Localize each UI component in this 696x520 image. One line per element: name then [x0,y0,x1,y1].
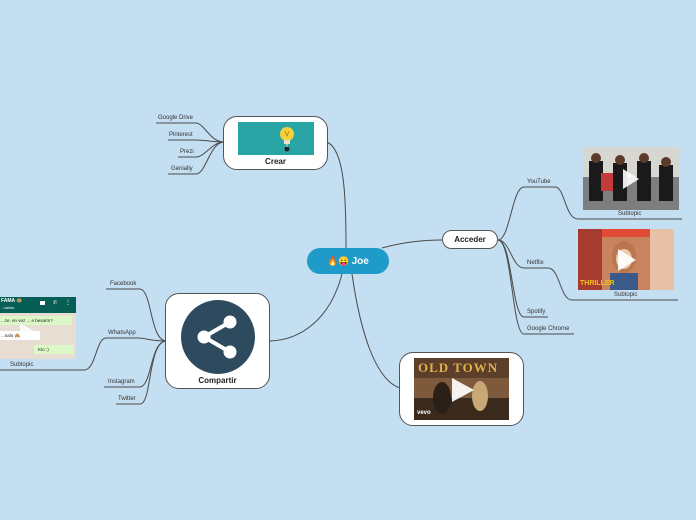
child-facebook[interactable]: Facebook [110,281,137,287]
connector-acceder-youtube [497,186,555,241]
child-youtube[interactable]: YouTube [527,179,551,185]
connector-central-video [351,273,401,389]
connector-youtube-subtopic [554,186,682,220]
phone-icon: ✆ [53,300,58,306]
netflix-thriller-scene [578,229,674,290]
netflix-preview-image[interactable]: THRILLER [578,229,674,290]
old-town-scene [414,358,509,420]
whatsapp-msg-1: ...ze, en vez ... e besarm? [0,316,72,325]
connector-crear-pinterest [168,139,225,143]
connector-acceder-chrome [497,239,574,335]
connector-whatsapp-subtopic [0,337,107,371]
child-google-chrome[interactable]: Google Chrome [527,326,570,332]
lightbulb-image [238,122,314,155]
child-pinterest[interactable]: Pinterest [169,132,193,138]
menu-icon: ⋮ [65,300,71,306]
child-spotify[interactable]: Spotify [527,309,546,315]
connector-compartir-whatsapp [106,337,167,342]
child-instagram[interactable]: Instagram [108,379,135,385]
video-node[interactable]: OLD TOWN vevo [399,352,524,426]
connector-crear-genially [168,141,225,175]
lightbulb-icon [280,127,294,152]
connector-netflix-subtopic [547,267,678,301]
youtube-subtopic-label[interactable]: Subtopic [618,211,642,217]
child-whatsapp[interactable]: WhatsApp [108,330,136,336]
child-prezi[interactable]: Prezi [180,149,194,155]
child-netflix[interactable]: Netflix [527,260,544,266]
connector-compartir-facebook [106,288,167,342]
whatsapp-subtopic-label[interactable]: Subtopic [10,362,34,368]
old-town-video-thumbnail[interactable]: OLD TOWN vevo [414,358,509,420]
connector-central-acceder [381,239,443,249]
youtube-preview-image[interactable] [583,147,679,210]
whatsapp-preview-image[interactable]: FAMA 🐵 ...tarios ✆ ⋮ ...ze, en vez ... e… [0,297,76,359]
whatsapp-msg-2: ...nalo 🙈 [0,331,40,340]
whatsapp-header: FAMA 🐵 ...tarios ✆ ⋮ [0,297,76,313]
compartir-node[interactable]: Compartir [165,293,270,389]
compartir-title: Compartir [198,376,237,385]
connector-acceder-netflix [497,239,548,269]
netflix-thriller-text: THRILLER [580,280,615,287]
crear-node[interactable]: Crear [223,116,328,170]
crear-title: Crear [265,157,286,166]
vevo-watermark: vevo [417,410,431,416]
connector-crear-drive [156,122,225,143]
central-label: Joe [351,255,369,267]
connector-central-crear [326,141,347,249]
video-call-icon [40,301,45,305]
whatsapp-msg-3: Kto :) [34,345,74,354]
child-genially[interactable]: Genially [171,166,193,172]
central-topic[interactable]: 🔥😛 Joe [307,248,389,274]
share-icon [181,300,255,374]
connector-compartir-twitter [116,340,167,405]
central-emoji: 🔥😛 [327,255,350,266]
old-town-title-art: OLD TOWN [418,360,499,375]
acceder-node[interactable]: Acceder [442,230,498,249]
whatsapp-chat-status: ...tarios [1,305,15,310]
child-google-drive[interactable]: Google Drive [158,115,194,121]
connector-central-compartir [269,273,343,342]
child-twitter[interactable]: Twitter [118,396,136,402]
netflix-subtopic-label[interactable]: Subtopic [614,292,638,298]
whatsapp-chat-name: FAMA 🐵 [1,298,23,304]
pallbearers-scene [583,147,679,210]
